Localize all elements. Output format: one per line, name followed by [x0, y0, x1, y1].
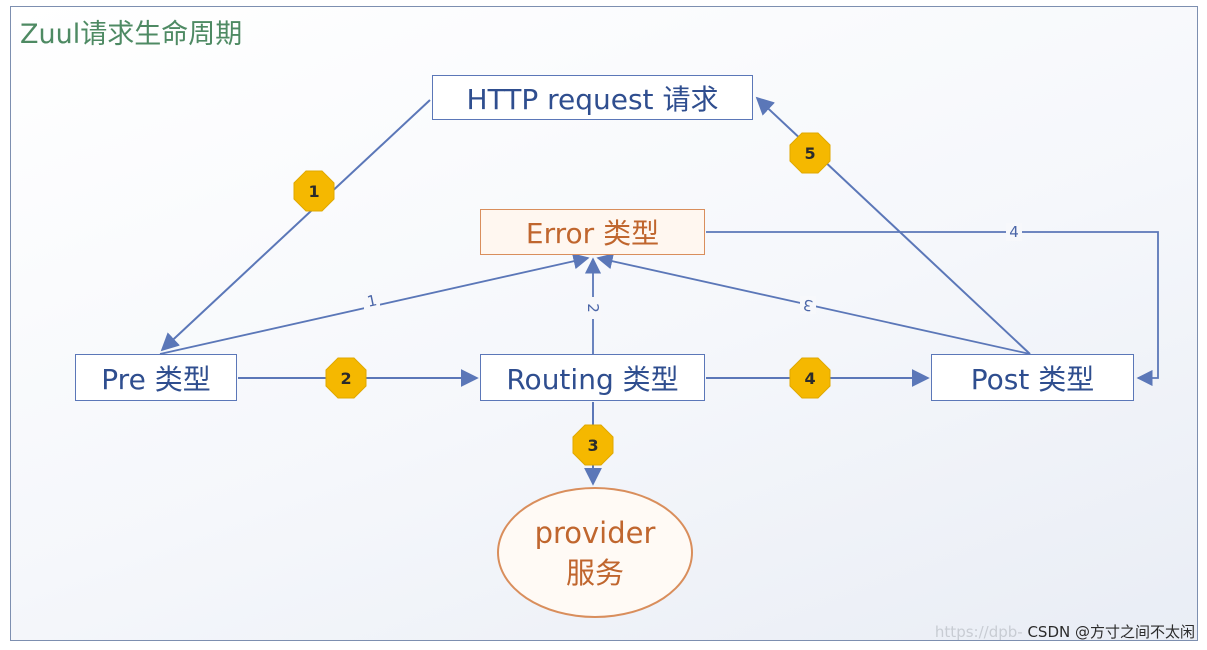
badge-5: 5 — [789, 132, 831, 174]
edge-label-routing-to-error: 2 — [584, 303, 602, 313]
node-post: Post 类型 — [931, 354, 1134, 401]
watermark-text: CSDN @方寸之间不太闲 — [1027, 623, 1195, 641]
edge-label-error-to-post: 4 — [1009, 223, 1019, 241]
edge-label-post-to-error: 3 — [801, 295, 814, 315]
badge-2: 2 — [325, 357, 367, 399]
badge-4-label: 4 — [804, 369, 815, 388]
node-http-request: HTTP request 请求 — [432, 75, 753, 120]
badge-1: 1 — [293, 170, 335, 212]
node-routing: Routing 类型 — [480, 354, 705, 401]
watermark-faint: https://dpb- — [934, 623, 1023, 641]
watermark: https://dpb- CSDN @方寸之间不太闲 — [935, 621, 1195, 642]
badge-3: 3 — [572, 424, 614, 466]
badge-2-label: 2 — [340, 369, 351, 388]
badge-3-label: 3 — [587, 436, 598, 455]
edge-http-to-pre — [160, 99, 431, 352]
provider-line-2: 服务 — [565, 555, 624, 590]
edge-error-to-post — [706, 231, 1159, 387]
node-error: Error 类型 — [480, 209, 705, 255]
node-pre: Pre 类型 — [75, 354, 237, 401]
badge-1-label: 1 — [308, 182, 319, 201]
diagram-title: Zuul请求生命周期 — [20, 19, 243, 50]
badge-4: 4 — [789, 357, 831, 399]
badge-5-label: 5 — [804, 144, 815, 163]
edge-label-pre-to-error: 1 — [365, 291, 378, 311]
provider-line-1: provider — [534, 515, 656, 550]
node-provider: provider 服务 — [497, 487, 693, 618]
